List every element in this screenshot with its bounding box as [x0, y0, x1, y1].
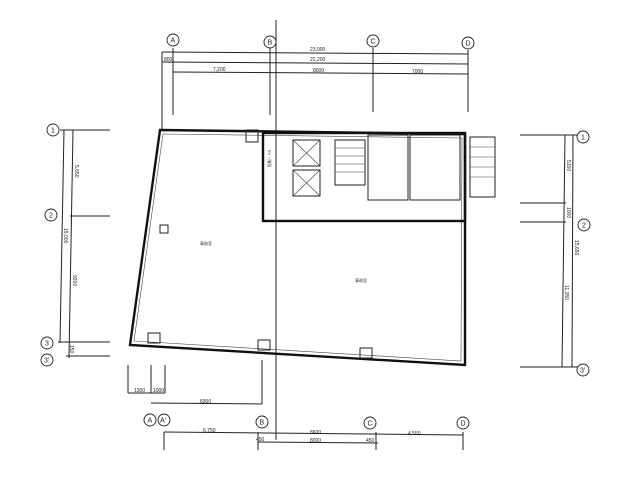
- room-label-core: EV・階段: [267, 150, 273, 167]
- grid-label: 2: [49, 213, 53, 220]
- grid-bottom: 1300 1000 8300 A A' B C D 6,750 8600 4,5…: [127, 360, 470, 450]
- grid-label: 2: [582, 223, 586, 230]
- dim-bottom-inner: 8000: [310, 438, 321, 444]
- dim-bottom-bc: 8600: [310, 430, 321, 436]
- dim-bottom-ab2: 6,750: [203, 428, 216, 434]
- room-label-office-east: 事務室: [355, 277, 367, 283]
- dim-left-12: 5,650: [73, 165, 79, 178]
- dim-left-overall: 15,000: [62, 228, 68, 244]
- dim-left-33: 150: [68, 345, 74, 354]
- dim-bottom-a1: 1300: [134, 388, 145, 394]
- grid-label: 1: [51, 128, 55, 135]
- grid-label: B: [260, 420, 265, 427]
- dim-top-ab: 7,200: [213, 67, 226, 73]
- grid-label: 3': [580, 368, 585, 375]
- grid-label: D: [466, 41, 471, 48]
- dim-top-inner: 22,200: [310, 57, 326, 63]
- dim-bottom-cd: 4,550: [408, 431, 421, 437]
- dim-right-23: 11,050: [563, 285, 569, 300]
- dim-right-overall: 15,650: [573, 240, 579, 256]
- dim-right-12b: 1000: [565, 207, 571, 218]
- grid-top: A B C D 23,000 800 22,200 7,200 8000 700…: [161, 20, 475, 440]
- dim-left-23: 9200: [71, 275, 77, 286]
- grid-label: A: [171, 38, 176, 45]
- grid-label: C: [371, 39, 376, 46]
- grid-label: 3: [45, 341, 49, 348]
- grid-left: 1 2 3 3' 5,650 15,000 9200 150: [40, 123, 110, 367]
- grid-label: A': [160, 418, 166, 425]
- grid-label: 3': [44, 358, 49, 365]
- room-label-office-west: 事務室: [200, 240, 212, 246]
- dim-top-bc: 8000: [313, 68, 324, 74]
- dim-bottom-a2: 1000: [153, 388, 164, 394]
- grid-right: 1 2 3' 5100 1000 15,650 11,050: [520, 130, 591, 377]
- grid-label: C: [368, 421, 373, 428]
- grid-label: 1: [581, 135, 585, 142]
- dim-top-offset: 800: [164, 57, 173, 63]
- dim-top-overall: 23,000: [310, 47, 326, 53]
- grid-label: B: [268, 40, 273, 47]
- grid-label: D: [461, 421, 466, 428]
- building-outline: 事務室 事務室 EV・階段: [128, 128, 496, 367]
- dim-top-cd: 7000: [412, 69, 423, 75]
- grid-label: A: [148, 418, 153, 425]
- dim-bottom-inset-right: 450: [366, 438, 375, 444]
- dim-bottom-inset-left: 450: [256, 437, 265, 443]
- dim-bottom-ab: 8300: [200, 399, 211, 405]
- dim-right-12a: 5100: [565, 160, 571, 171]
